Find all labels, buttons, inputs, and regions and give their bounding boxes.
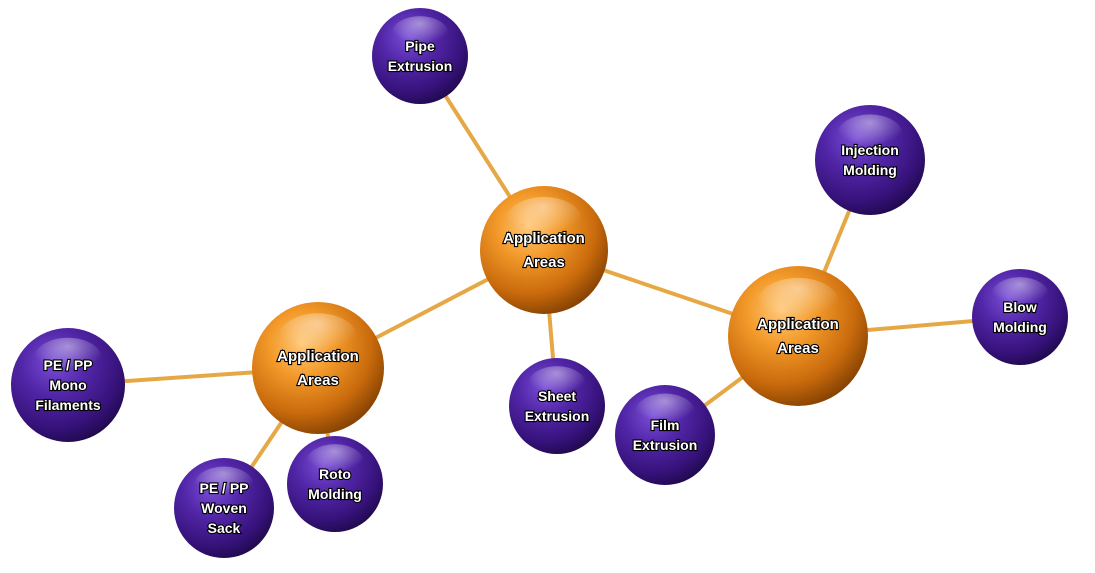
sphere-highlight (528, 366, 586, 403)
node-label-line: Molding (843, 162, 897, 178)
node-label-line: Blow (1003, 299, 1037, 315)
node-label-line: Sheet (538, 388, 576, 404)
node-label-line: Areas (777, 340, 819, 357)
node-label-line: Extrusion (525, 408, 590, 424)
sphere-highlight (33, 337, 103, 382)
sphere-highlight (837, 114, 903, 157)
sphere-highlight (278, 313, 358, 364)
node-label-line: Woven (201, 500, 247, 516)
sphere-highlight (505, 196, 583, 246)
node-label-line: Extrusion (633, 437, 698, 453)
node-label-line: Molding (308, 486, 362, 502)
node-label-line: PE / PP (43, 357, 92, 373)
node-label-line: Sack (208, 520, 241, 536)
node-label-line: Areas (297, 372, 339, 389)
sphere-highlight (391, 16, 449, 53)
node-label-line: Mono (49, 377, 86, 393)
sphere-highlight (991, 277, 1049, 314)
node-label-line: Areas (523, 254, 565, 271)
sphere-highlight (756, 277, 840, 332)
sphere-highlight (306, 444, 364, 481)
node-label-line: Pipe (405, 38, 435, 54)
node-label-line: Filaments (35, 397, 101, 413)
node-label-line: Application (503, 230, 585, 247)
sphere-highlight (194, 466, 254, 505)
sphere-highlight (635, 393, 695, 432)
node-label-line: PE / PP (199, 480, 248, 496)
node-label-line: Roto (319, 466, 351, 482)
node-label-line: Application (277, 348, 359, 365)
node-label-line: Application (757, 316, 839, 333)
node-label-line: Extrusion (388, 58, 453, 74)
node-label-line: Molding (993, 319, 1047, 335)
node-label-line: Injection (841, 142, 899, 158)
node-label-line: Film (651, 417, 680, 433)
